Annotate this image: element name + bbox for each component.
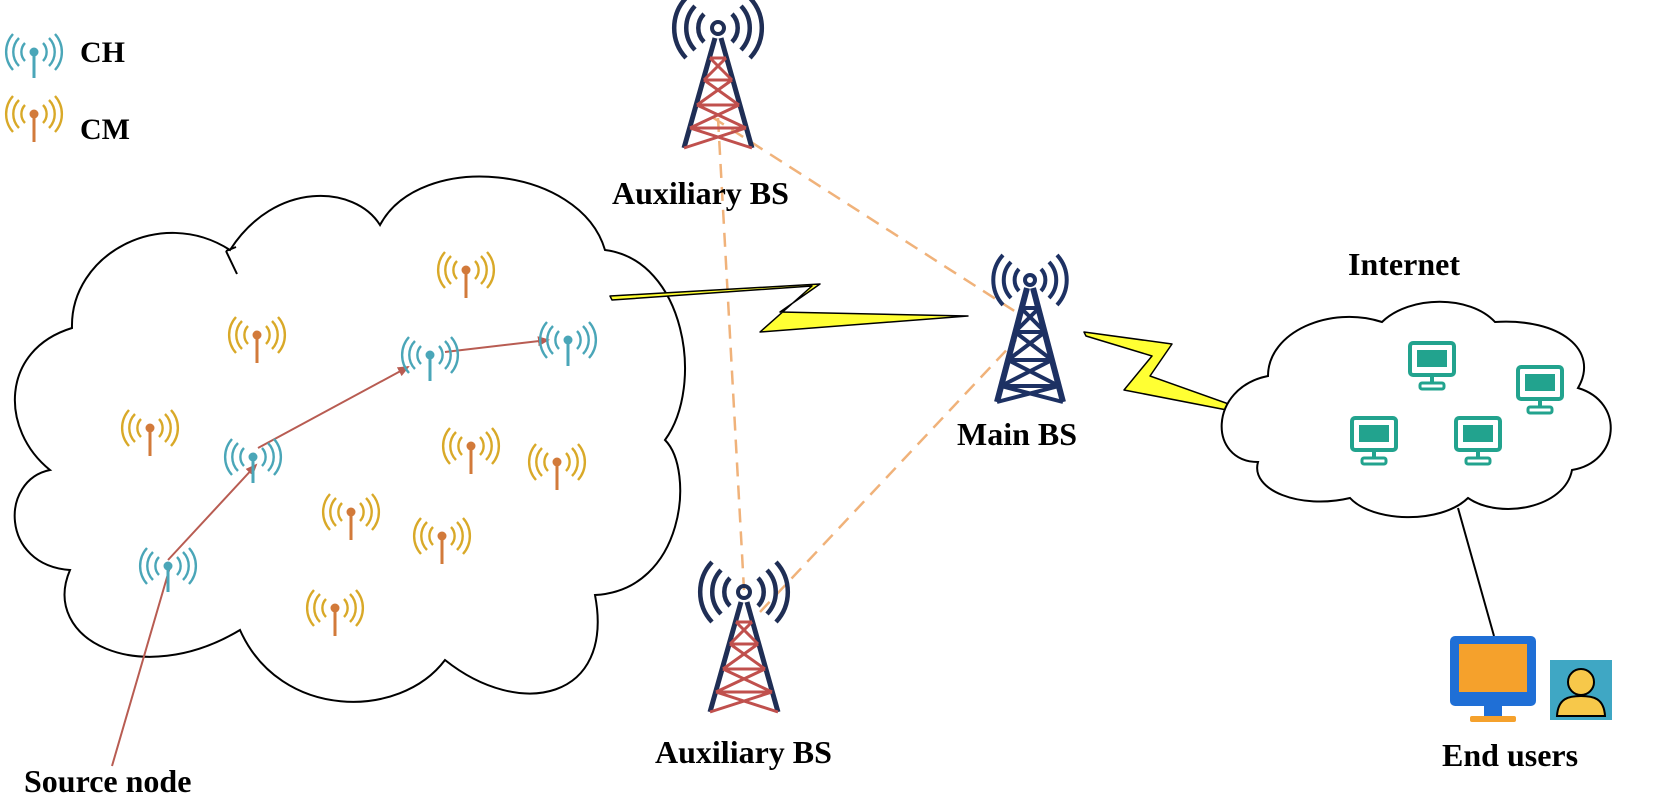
internet-cloud <box>1220 300 1612 519</box>
bs-dashed-links <box>711 115 1017 613</box>
legend-cm-icon <box>4 94 64 144</box>
route-segment-source <box>111 566 171 767</box>
end-users-label: End users <box>1442 737 1578 773</box>
main-bs-label: Main BS <box>957 416 1077 452</box>
source-node-label: Source node <box>24 763 191 798</box>
end-user-monitor-icon <box>1450 636 1536 722</box>
internet-label: Internet <box>1348 246 1460 282</box>
main-bs-tower <box>991 253 1069 404</box>
link-aux-top-main <box>711 115 1017 314</box>
lightning-main-to-internet <box>1083 331 1269 419</box>
route-segment-2 <box>257 366 410 449</box>
link-aux-bottom-main <box>759 339 1017 613</box>
auxiliary-bs-top-label: Auxiliary BS <box>612 175 789 211</box>
link-aux-top-aux-bottom <box>716 117 746 591</box>
auxiliary-bs-bottom-label: Auxiliary BS <box>655 734 832 770</box>
route-segment-3 <box>444 336 550 353</box>
legend-cm-label: CM <box>80 113 130 146</box>
auxiliary-bs-bottom <box>700 562 788 712</box>
sensor-field-cloud <box>13 175 686 703</box>
legend-ch-label: CH <box>80 36 125 69</box>
legend: CH CM <box>4 32 130 146</box>
legend-ch-icon <box>4 32 64 80</box>
cloud-arrow-head <box>225 246 238 275</box>
internet-to-end-users-line <box>1457 507 1495 637</box>
route-segment-1 <box>167 463 258 561</box>
routing-path <box>111 336 550 767</box>
lightning-field-to-main <box>609 283 969 333</box>
end-user-person-icon <box>1550 660 1612 720</box>
